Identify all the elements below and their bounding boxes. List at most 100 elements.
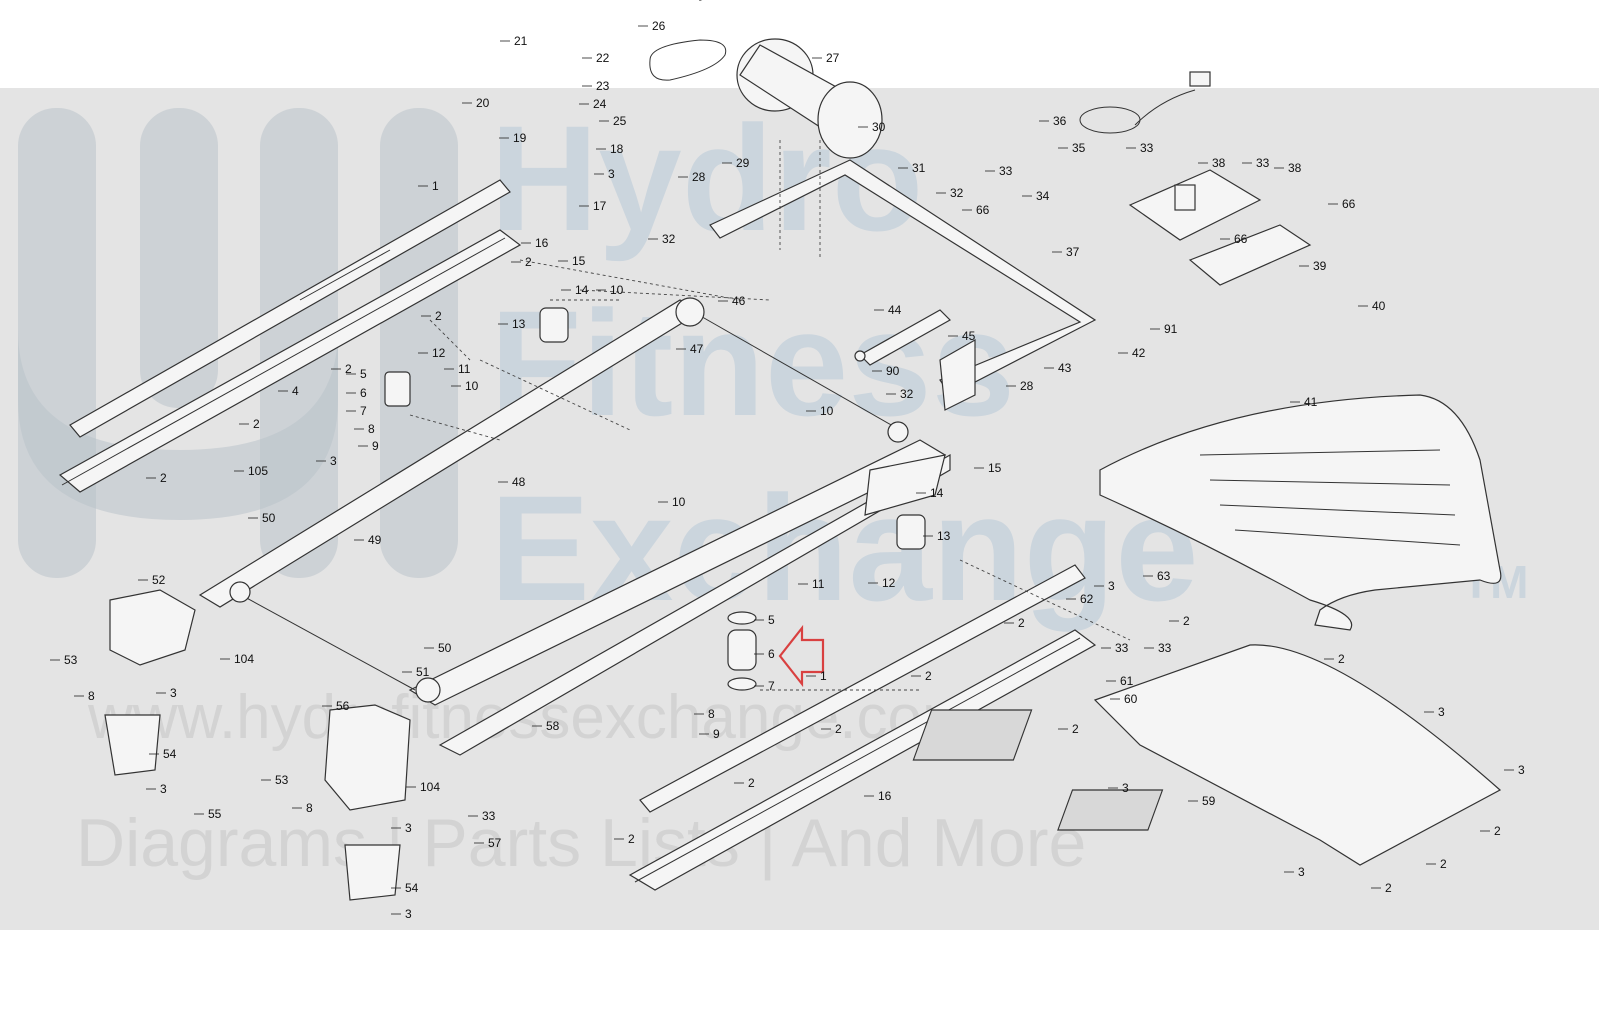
callout-label-58: 58 xyxy=(546,719,560,733)
callout-label-20: 20 xyxy=(476,96,490,110)
callout-label-2: 2 xyxy=(1183,614,1190,628)
motor xyxy=(736,38,883,159)
callout-label-33: 33 xyxy=(1115,641,1129,655)
callout-label-28: 28 xyxy=(1020,379,1034,393)
callout-label-35: 35 xyxy=(1072,141,1086,155)
main-frame xyxy=(198,297,951,756)
callout-label-3: 3 xyxy=(405,821,412,835)
callout-label-14: 14 xyxy=(575,283,589,297)
callout-label-52: 52 xyxy=(152,573,166,587)
callout-label-33: 33 xyxy=(1158,641,1172,655)
callout-label-104: 104 xyxy=(420,780,440,794)
callout-label-32: 32 xyxy=(900,387,914,401)
callout-label-5: 5 xyxy=(360,367,367,381)
callout-label-1: 1 xyxy=(432,179,439,193)
callout-label-30: 30 xyxy=(872,120,886,134)
callout-label-38: 38 xyxy=(1288,161,1302,175)
callout-label-40: 40 xyxy=(1372,299,1386,313)
callout-label-34: 34 xyxy=(1036,189,1050,203)
callout-label-5: 5 xyxy=(768,613,775,627)
callout-label-66: 66 xyxy=(1234,232,1248,246)
callout-label-8: 8 xyxy=(88,689,95,703)
callout-label-3: 3 xyxy=(405,907,412,921)
callout-label-43: 43 xyxy=(1058,361,1072,375)
motor-hood xyxy=(1099,394,1502,631)
callout-label-3: 3 xyxy=(608,167,615,181)
callout-label-8: 8 xyxy=(368,422,375,436)
callout-label-8: 8 xyxy=(708,707,715,721)
left-side-rails xyxy=(58,179,522,493)
callout-label-2: 2 xyxy=(345,362,352,376)
callout-label-2: 2 xyxy=(1440,857,1447,871)
callout-label-7: 7 xyxy=(768,679,775,693)
callout-label-25: 25 xyxy=(613,114,627,128)
callout-label-2: 2 xyxy=(835,722,842,736)
callout-label-10: 10 xyxy=(465,379,479,393)
callout-label-9: 9 xyxy=(372,439,379,453)
callout-label-33: 33 xyxy=(482,809,496,823)
callout-label-2: 2 xyxy=(525,255,532,269)
callout-label-2: 2 xyxy=(1494,824,1501,838)
callout-label-17: 17 xyxy=(593,199,607,213)
callout-label-2: 2 xyxy=(160,471,167,485)
callout-label-53: 53 xyxy=(64,653,78,667)
callout-label-50: 50 xyxy=(262,511,276,525)
callout-labels: 1122222222222222223333333333345566778888… xyxy=(50,19,1525,921)
callout-label-18: 18 xyxy=(610,142,624,156)
callout-label-62: 62 xyxy=(1080,592,1094,606)
callout-label-54: 54 xyxy=(405,881,419,895)
callout-label-46: 46 xyxy=(732,294,746,308)
callout-label-16: 16 xyxy=(878,789,892,803)
callout-label-13: 13 xyxy=(512,317,526,331)
callout-label-61: 61 xyxy=(1120,674,1134,688)
callout-label-3: 3 xyxy=(1438,705,1445,719)
callout-label-50: 50 xyxy=(438,641,452,655)
callout-label-41: 41 xyxy=(1304,395,1318,409)
callout-label-104: 104 xyxy=(234,652,254,666)
callout-label-2: 2 xyxy=(1072,722,1079,736)
callout-label-16: 16 xyxy=(535,236,549,250)
callout-label-90: 90 xyxy=(886,364,900,378)
callout-label-9: 9 xyxy=(713,727,720,741)
callout-label-7: 7 xyxy=(360,404,367,418)
callout-label-2: 2 xyxy=(1338,652,1345,666)
callout-label-6: 6 xyxy=(360,386,367,400)
callout-label-66: 66 xyxy=(976,203,990,217)
callout-label-32: 32 xyxy=(950,186,964,200)
callout-label-53: 53 xyxy=(275,773,289,787)
callout-label-36: 36 xyxy=(1053,114,1067,128)
callout-label-2: 2 xyxy=(925,669,932,683)
callout-label-29: 29 xyxy=(736,156,750,170)
callout-label-3: 3 xyxy=(1122,781,1129,795)
power-cord xyxy=(1079,71,1211,134)
callout-label-21: 21 xyxy=(514,34,528,48)
callout-label-13: 13 xyxy=(937,529,951,543)
callout-label-2: 2 xyxy=(628,832,635,846)
callout-label-63: 63 xyxy=(1157,569,1171,583)
callout-label-3: 3 xyxy=(1298,865,1305,879)
callout-label-1: 1 xyxy=(820,669,827,683)
callout-label-28: 28 xyxy=(692,170,706,184)
callout-label-91: 91 xyxy=(1164,322,1178,336)
callout-label-60: 60 xyxy=(1124,692,1138,706)
callout-label-2: 2 xyxy=(253,417,260,431)
callout-label-2: 2 xyxy=(1018,616,1025,630)
callout-label-3: 3 xyxy=(330,454,337,468)
callout-label-33: 33 xyxy=(1140,141,1154,155)
callout-label-11: 11 xyxy=(458,362,471,376)
callout-label-55: 55 xyxy=(208,807,222,821)
callout-label-8: 8 xyxy=(306,801,313,815)
callout-label-31: 31 xyxy=(912,161,926,175)
callout-label-15: 15 xyxy=(572,254,586,268)
callout-label-11: 11 xyxy=(812,577,825,591)
callout-label-56: 56 xyxy=(336,699,350,713)
callout-label-32: 32 xyxy=(662,232,676,246)
right-side-rails xyxy=(628,564,1097,891)
upright-frame xyxy=(699,0,1097,411)
callout-label-15: 15 xyxy=(988,461,1002,475)
highlight-arrow xyxy=(778,624,825,688)
callout-label-3: 3 xyxy=(170,686,177,700)
incline-actuator xyxy=(854,309,951,366)
